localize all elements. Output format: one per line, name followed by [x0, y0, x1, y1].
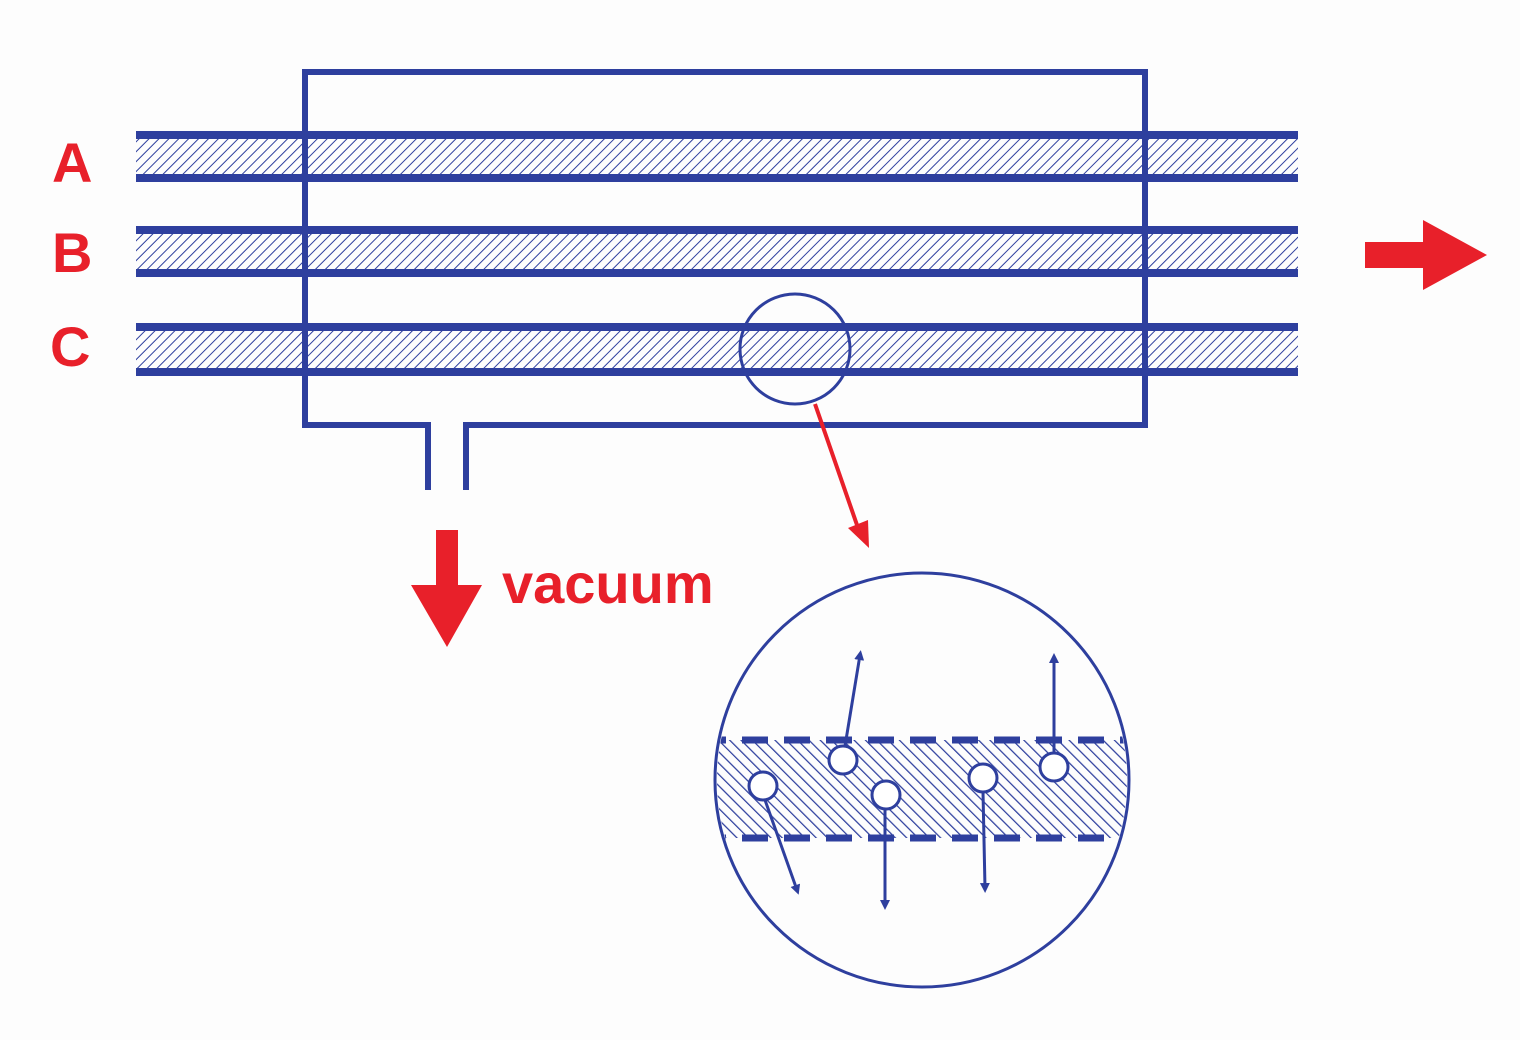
module-housing — [302, 69, 1148, 490]
fiber-b — [136, 226, 1298, 277]
label-c: C — [50, 315, 90, 378]
zoom-pointer-arrow — [813, 403, 869, 548]
label-b: B — [52, 221, 92, 284]
vacuum-arrow-icon — [411, 530, 482, 647]
gas-bubbles — [747, 744, 1070, 811]
fiber-c — [136, 323, 1298, 376]
vacuum-label: vacuum — [502, 552, 714, 615]
enlarged-membrane-view — [713, 571, 1131, 989]
flow-arrow-icon — [1365, 220, 1487, 290]
label-a: A — [52, 131, 92, 194]
fiber-a — [136, 131, 1298, 182]
permeate-arrows — [763, 650, 1059, 910]
magnifier-circle — [738, 292, 852, 406]
